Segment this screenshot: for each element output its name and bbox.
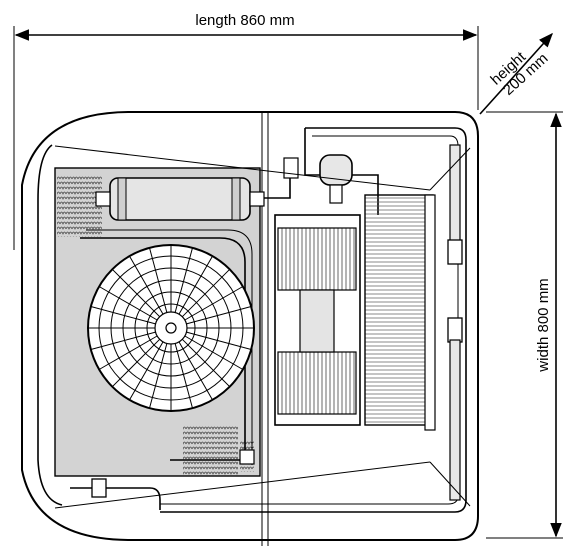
dryer-body bbox=[109, 177, 251, 221]
service-port bbox=[283, 157, 299, 179]
fan-spoke bbox=[98, 286, 158, 321]
refrigerant-pipe-left bbox=[80, 237, 246, 461]
fan-spoke bbox=[178, 341, 213, 401]
fan-spoke bbox=[184, 335, 244, 370]
bottom-fitting bbox=[70, 478, 161, 510]
right-pipe-lower bbox=[449, 339, 461, 501]
fan-spoke bbox=[186, 306, 252, 325]
valve-stem bbox=[329, 184, 343, 204]
blower-wheel-bottom bbox=[277, 351, 357, 415]
dryer-fitting-left bbox=[95, 191, 111, 207]
bottom-pipe bbox=[70, 487, 161, 510]
bottom-coupling bbox=[91, 478, 107, 498]
evaporator-coil bbox=[364, 194, 434, 426]
fan-spoke bbox=[98, 335, 158, 370]
fan-spoke bbox=[181, 268, 231, 318]
fan-spoke bbox=[184, 286, 244, 321]
height-dimension: height 200 mm bbox=[479, 32, 553, 115]
receiver-dryer bbox=[95, 177, 291, 221]
fan-spoke bbox=[186, 331, 252, 350]
fan-spokes bbox=[88, 245, 254, 411]
fan-center bbox=[165, 322, 177, 334]
blower-wheel-top bbox=[277, 227, 357, 291]
width-dimension: width 800 mm bbox=[486, 111, 563, 539]
fan-spoke bbox=[111, 338, 161, 388]
condenser-coil-top-left bbox=[57, 175, 102, 237]
perspective-top-right bbox=[429, 147, 471, 191]
perspective-bottom-left bbox=[54, 461, 431, 509]
right-fittings bbox=[447, 144, 463, 501]
refrigerant-pipe-left-inner bbox=[86, 229, 253, 465]
pipe-loop-outer bbox=[160, 127, 467, 513]
fan-spoke bbox=[149, 247, 168, 313]
fan-spoke bbox=[129, 341, 164, 401]
condenser-coil-bottom bbox=[183, 425, 238, 475]
blower-motor bbox=[299, 289, 335, 353]
fan-spoke bbox=[149, 343, 168, 409]
evaporator-frame bbox=[424, 194, 436, 431]
right-fitting-upper bbox=[447, 239, 463, 265]
fan-spoke bbox=[174, 343, 193, 409]
length-dimension: length 860 mm bbox=[13, 12, 479, 250]
dryer-band-right bbox=[231, 177, 241, 221]
perspective-lines bbox=[54, 145, 471, 509]
housing-inner-edge bbox=[37, 144, 63, 506]
evaporator-section bbox=[160, 127, 467, 513]
pipe-coupling bbox=[239, 449, 255, 465]
fan-spoke bbox=[90, 331, 156, 350]
perspective-top-left bbox=[54, 145, 431, 191]
right-fitting-lower bbox=[447, 317, 463, 343]
dryer-fitting-right bbox=[249, 191, 265, 207]
condenser-fan bbox=[87, 244, 255, 412]
length-label: length 860 mm bbox=[195, 12, 294, 29]
dryer-band-left bbox=[117, 177, 127, 221]
fan-spoke bbox=[178, 255, 213, 315]
width-label: width 800 mm bbox=[535, 278, 552, 372]
fan-spoke bbox=[90, 306, 156, 325]
height-arrow bbox=[479, 32, 553, 115]
perspective-bottom-right bbox=[429, 461, 471, 507]
fan-spoke bbox=[111, 268, 161, 318]
fan-spoke bbox=[174, 247, 193, 313]
fan-spoke bbox=[129, 255, 164, 315]
fan-spoke bbox=[181, 338, 231, 388]
dryer-outlet-pipe bbox=[264, 178, 291, 199]
